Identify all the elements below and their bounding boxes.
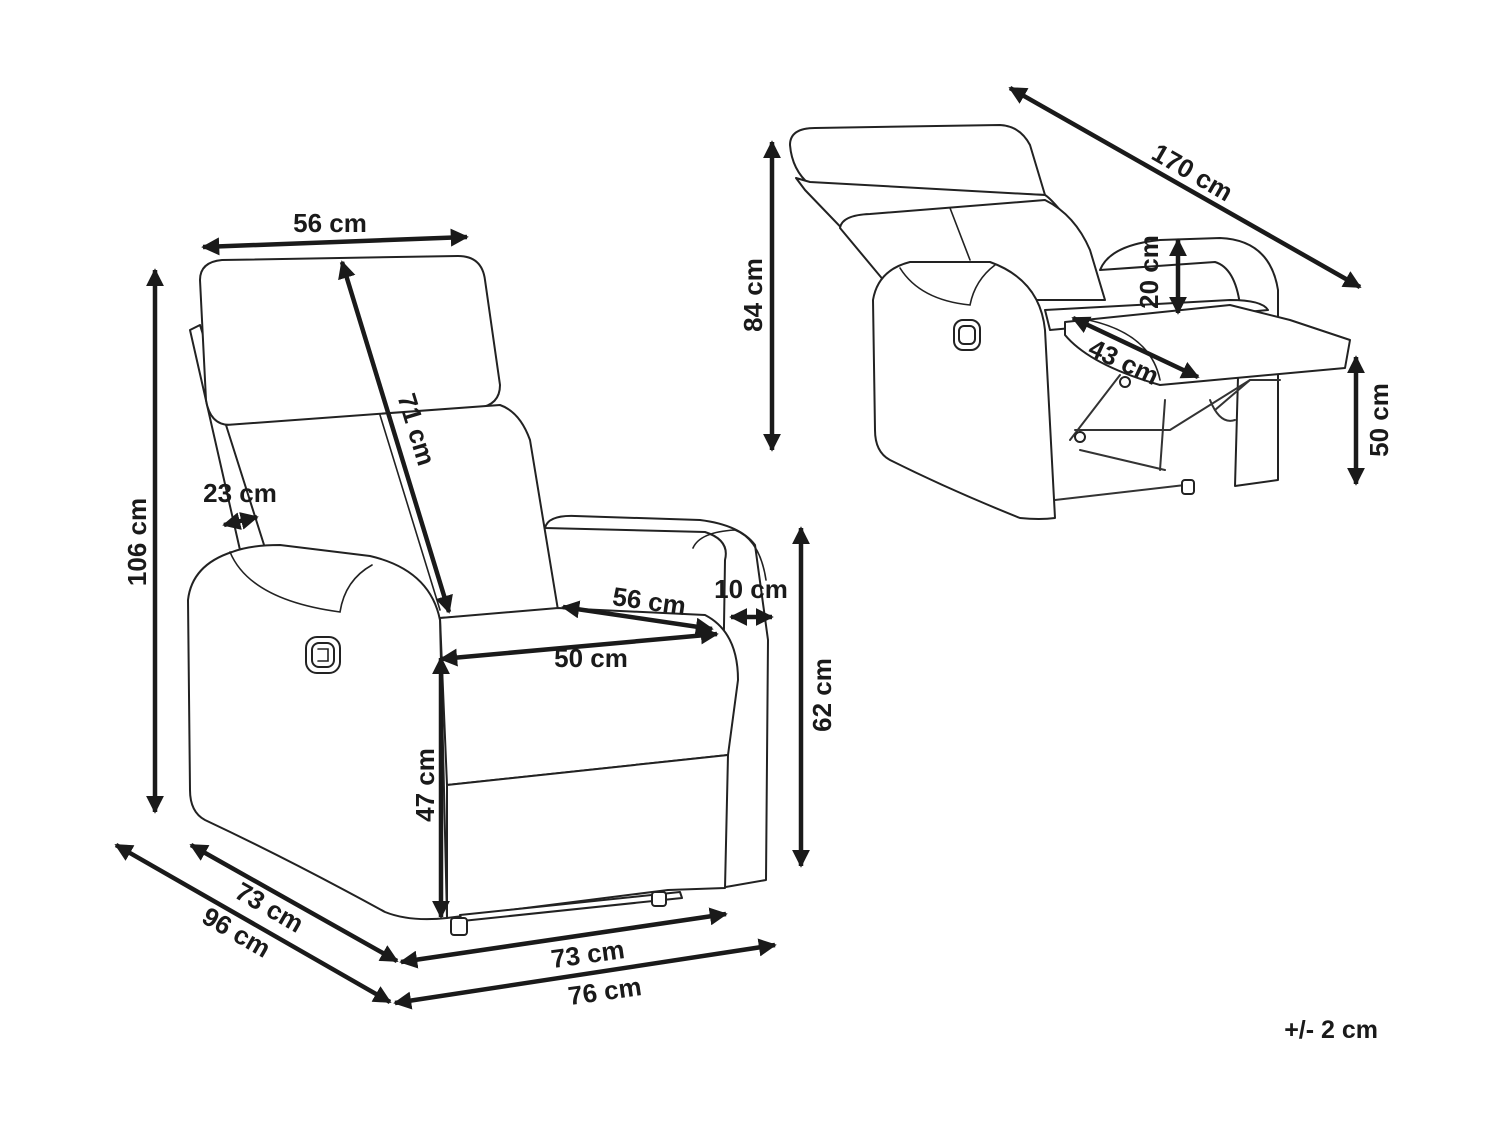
reclined-left-armrest xyxy=(872,261,1056,520)
reclined-back-seam xyxy=(949,207,971,261)
reclined-dimension-lines xyxy=(763,86,1365,486)
upright-dimension-lines xyxy=(114,228,810,1010)
dim-line-footrest-length xyxy=(1071,315,1200,380)
dim-line-width-total xyxy=(393,938,777,1010)
right-armrest-top-seam xyxy=(692,529,767,581)
label-total-height: 106 cm xyxy=(122,498,152,586)
dim-line-backrest-length xyxy=(338,260,453,614)
dim-line-back-width xyxy=(201,228,469,256)
reclined-recliner-drawing xyxy=(789,124,1351,520)
label-arm-height: 62 cm xyxy=(807,658,837,732)
label-footrest-height: 50 cm xyxy=(1364,383,1394,457)
label-seat-width: 50 cm xyxy=(554,643,628,673)
rear-foot xyxy=(651,891,667,907)
label-seat-height: 47 cm xyxy=(410,748,440,822)
reclined-left-armrest-seam xyxy=(899,264,996,306)
dim-line-seat-depth xyxy=(561,600,714,636)
tolerance-note: +/- 2 cm xyxy=(1284,1016,1378,1044)
dim-line-depth-total xyxy=(114,843,392,1004)
recline-lever-icon xyxy=(953,319,981,351)
label-footrest-rise: 20 cm xyxy=(1134,235,1164,309)
label-back-thickness: 23 cm xyxy=(203,478,277,508)
dim-line-reclined-length xyxy=(1008,86,1362,289)
reclining-mechanism xyxy=(1054,374,1281,501)
label-armrest-width: 10 cm xyxy=(714,574,788,604)
front-foot xyxy=(450,917,468,936)
dim-line-seat-width xyxy=(439,626,719,667)
dim-line-back-thickness xyxy=(222,512,259,530)
label-reclined-height: 84 cm xyxy=(738,258,768,332)
recline-lever-icon xyxy=(305,636,341,674)
label-back-width: 56 cm xyxy=(293,208,367,238)
